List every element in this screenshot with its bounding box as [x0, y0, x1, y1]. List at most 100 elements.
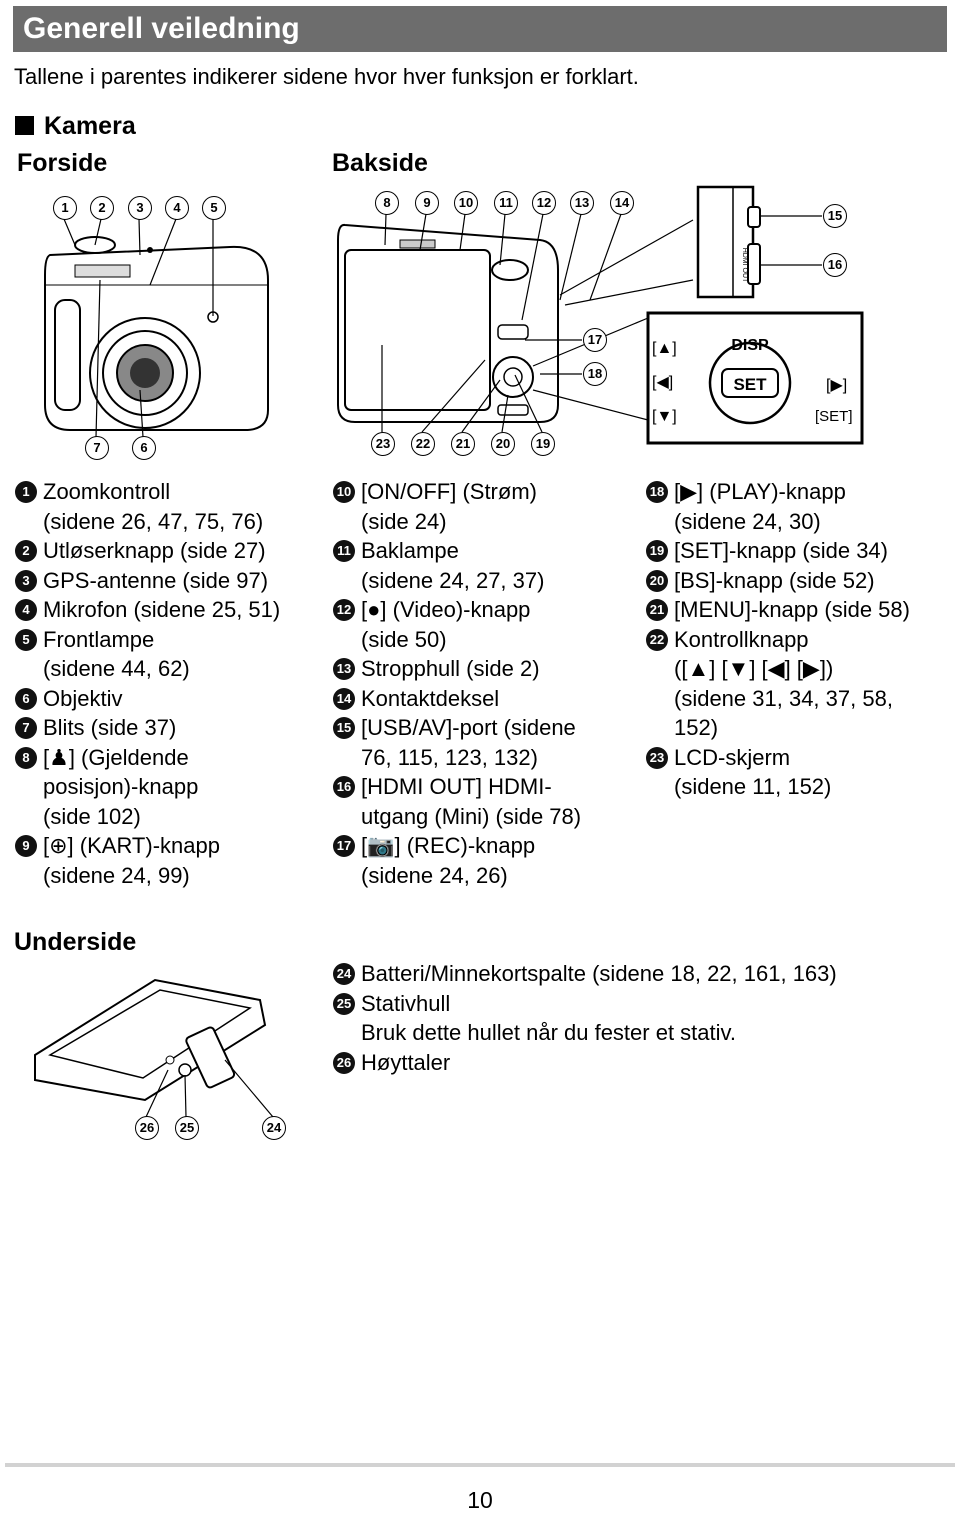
legend-number: 16 — [333, 776, 355, 798]
legend-item: 3 GPS-antenne (side 97) — [15, 566, 330, 596]
legend-item: 15[USB/AV]-port (sidene 76, 115, 123, 13… — [333, 713, 638, 772]
legend-number: 9 — [15, 835, 37, 857]
callout-5: 5 — [202, 196, 226, 220]
legend-number: 7 — [15, 717, 37, 739]
bottom-camera-illustration — [34, 978, 267, 1102]
square-bullet-icon — [15, 116, 34, 135]
callout-23: 23 — [371, 432, 395, 456]
legend-item: 23 LCD-skjerm (sidene 11, 152) — [646, 743, 951, 802]
legend-text: Mikrofon (sidene 25, 51) — [43, 597, 281, 622]
legend-text: [USB/AV]-port (sidene 76, 115, 123, 132) — [361, 715, 576, 770]
legend-text: [⊕] (KART)-knapp (sidene 24, 99) — [43, 833, 220, 888]
callout-9: 9 — [415, 191, 439, 215]
legend-text: Kontrollknapp ([▲] [▼] [◀] [▶]) (sidene … — [674, 626, 893, 741]
legend-number: 2 — [15, 540, 37, 562]
callout-24: 24 — [262, 1116, 286, 1140]
callout-26: 26 — [135, 1116, 159, 1140]
legend-number: 4 — [15, 599, 37, 621]
callout-2: 2 — [90, 196, 114, 220]
control-dial-illustration: SET DISP [▲] [◀] [▼] [▶] [SET] — [646, 311, 864, 445]
callout-14: 14 — [610, 191, 634, 215]
callout-13: 13 — [570, 191, 594, 215]
callout-11: 11 — [494, 191, 518, 215]
legend-item: 6 Objektiv — [15, 684, 330, 714]
callout-1: 1 — [53, 196, 77, 220]
callout-15: 15 — [823, 204, 847, 228]
legend-item: 4 Mikrofon (sidene 25, 51) — [15, 595, 330, 625]
callout-12: 12 — [532, 191, 556, 215]
section-header-bar: Generell veiledning — [13, 6, 947, 52]
legend-item: 2 Utløserknapp (side 27) — [15, 536, 330, 566]
callout-16: 16 — [823, 253, 847, 277]
legend-number: 17 — [333, 835, 355, 857]
legend-number: 10 — [333, 481, 355, 503]
legend-number: 21 — [646, 599, 668, 621]
legend-item: 9 [⊕] (KART)-knapp (sidene 24, 99) — [15, 831, 330, 890]
legend-text: Stropphull (side 2) — [361, 656, 540, 681]
legend-text: GPS-antenne (side 97) — [43, 567, 269, 593]
legend-text: LCD-skjerm (sidene 11, 152) — [674, 744, 832, 800]
legend-number: 8 — [15, 746, 37, 769]
dial-up-label: [▲] — [652, 340, 677, 357]
legend-text: [ON/OFF] (Strøm) (side 24) — [361, 479, 537, 534]
legend-text: [MENU]-knapp (side 58) — [674, 597, 910, 622]
legend-number: 24 — [333, 963, 355, 985]
page-number: 10 — [467, 1487, 493, 1513]
legend-item: 12[●] (Video)-knapp (side 50) — [333, 595, 638, 654]
front-view-label: Forside — [17, 149, 108, 177]
legend-item: 10 [ON/OFF] (Strøm) (side 24) — [333, 477, 638, 536]
callout-8: 8 — [375, 191, 399, 215]
legend-text: [SET]-knapp (side 34) — [674, 538, 888, 563]
callout-6: 6 — [132, 436, 156, 460]
legend-item: 18 [▶] (PLAY)-knapp (sidene 24, 30) — [646, 477, 951, 536]
legend-item: 7 Blits (side 37) — [15, 713, 330, 743]
legend-text: Baklampe (sidene 24, 27, 37) — [361, 538, 545, 593]
legend-number: 26 — [333, 1051, 355, 1074]
legend-number: 3 — [15, 569, 37, 592]
back-camera-illustration — [337, 223, 559, 423]
callout-17: 17 — [583, 328, 607, 352]
legend-number: 25 — [333, 992, 355, 1015]
dial-disp-label: DISP — [731, 337, 769, 354]
callout-7: 7 — [85, 436, 109, 460]
legend-number: 19 — [646, 540, 668, 562]
legend-item: 17[📷] (REC)-knapp (sidene 24, 26) — [333, 831, 638, 890]
legend-text: Blits (side 37) — [43, 715, 177, 740]
legend-number: 23 — [646, 746, 668, 769]
section-title: Kamera — [15, 112, 136, 141]
legend-text: [HDMI OUT] HDMI- utgang (Mini) (side 78) — [361, 774, 582, 829]
legend-text: Kontaktdeksel — [361, 685, 500, 711]
callout-10: 10 — [454, 191, 478, 215]
callout-18: 18 — [583, 362, 607, 386]
port-detail-illustration: HDMI OUT — [696, 185, 761, 299]
callout-19: 19 — [531, 432, 555, 456]
legend-number: 13 — [333, 658, 355, 680]
legend-text: [▶] (PLAY)-knapp (sidene 24, 30) — [674, 479, 846, 534]
legend-text: Zoomkontroll (sidene 26, 47, 75, 76) — [43, 479, 264, 534]
legend-text: Utløserknapp (side 27) — [43, 538, 266, 563]
hdmi-port-label: HDMI OUT — [741, 248, 748, 283]
legend-item: 20[BS]-knapp (side 52) — [646, 566, 951, 596]
legend-number: 12 — [333, 599, 355, 621]
legend-number: 22 — [646, 628, 668, 651]
legend-item: 25 Stativhull Bruk dette hullet når du fe… — [333, 989, 953, 1048]
footer-divider — [5, 1463, 955, 1467]
callout-22: 22 — [411, 432, 435, 456]
legend-text: Objektiv — [43, 685, 123, 711]
legend-number: 6 — [15, 687, 37, 710]
legend-number: 18 — [646, 481, 668, 503]
legend-number: 20 — [646, 569, 668, 592]
callout-21: 21 — [451, 432, 475, 456]
dial-set-label: SET — [733, 375, 767, 394]
legend-text: Stativhull Bruk dette hullet når du fest… — [361, 990, 737, 1046]
legend-item: 8[♟] (Gjeldende posisjon)-knapp (side 10… — [15, 743, 330, 832]
